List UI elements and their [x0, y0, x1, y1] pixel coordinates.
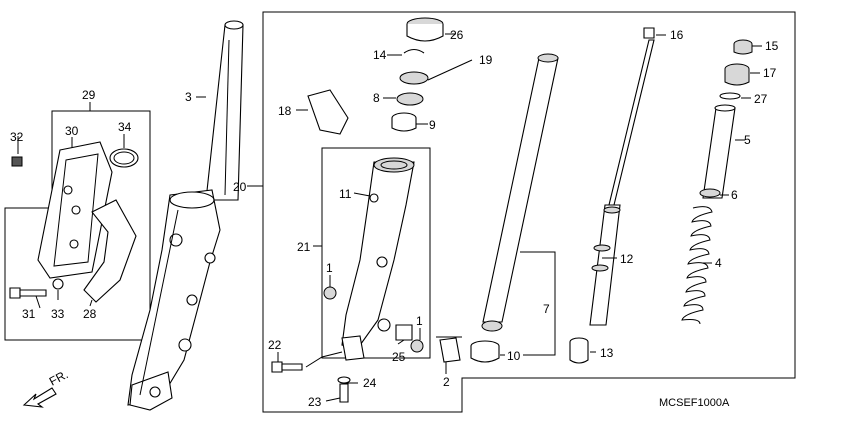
dowel-pin-1a — [323, 286, 337, 300]
callout-26: 26 — [450, 28, 464, 42]
damper-illustration — [569, 27, 655, 364]
callout-10: 10 — [507, 349, 521, 363]
callout-20: 20 — [233, 180, 247, 194]
washer-24 — [337, 376, 351, 384]
callout-31: 31 — [22, 307, 36, 321]
callout-7: 7 — [543, 302, 550, 316]
callout-2: 2 — [443, 375, 450, 389]
diagram-code: MCSEF1000A — [659, 397, 730, 409]
fork-pipe-illustration — [470, 53, 559, 363]
dowel-pin-1b — [410, 339, 424, 353]
fork-slider-21 — [341, 161, 415, 349]
bolt-22-shank — [281, 363, 303, 371]
callout-8: 8 — [373, 91, 380, 105]
callout-21: 21 — [297, 240, 311, 254]
bracket-28 — [83, 199, 137, 303]
upper-tube-cap — [224, 20, 244, 30]
callout-15: 15 — [765, 39, 779, 53]
collar-25 — [395, 324, 413, 341]
fork-slider-body — [127, 189, 221, 406]
bolt-32 — [11, 156, 23, 167]
spring-stack-illustration — [681, 39, 753, 325]
callout-5: 5 — [744, 133, 751, 147]
bolt-22-head — [271, 361, 283, 373]
bolt-31-shank — [19, 289, 47, 297]
callout-30: 30 — [65, 124, 79, 138]
bolt-31-head — [9, 287, 21, 299]
callout-9: 9 — [429, 118, 436, 132]
callout-28: 28 — [83, 307, 97, 321]
slider-group-illustration — [271, 157, 461, 403]
callout-19: 19 — [479, 53, 493, 67]
callout-labels: 1 1 2 3 4 5 6 7 8 9 10 11 12 13 14 15 16… — [10, 28, 779, 409]
callout-14: 14 — [373, 48, 387, 62]
fork-cover-18 — [307, 89, 349, 135]
fork-spring-4 — [681, 206, 713, 325]
group-20-frame — [262, 11, 796, 413]
callout-22: 22 — [268, 338, 282, 352]
lock-nut-16 — [643, 27, 655, 39]
callout-29: 29 — [82, 88, 96, 102]
oil-seal-19 — [399, 71, 429, 85]
callout-18: 18 — [278, 104, 292, 118]
seal-stack-illustration — [307, 17, 444, 135]
o-ring-27 — [719, 92, 741, 100]
callout-33: 33 — [51, 307, 65, 321]
callout-24: 24 — [363, 376, 377, 390]
callout-25: 25 — [392, 350, 406, 364]
fork-pipe-7 — [482, 57, 559, 323]
spring-seat-6 — [699, 188, 721, 198]
front-direction-label: FR. — [47, 367, 71, 388]
callout-4: 4 — [715, 256, 722, 270]
damper-rod — [608, 39, 655, 206]
slider-top-ring — [169, 191, 215, 209]
group-21-frame — [321, 147, 431, 359]
washer-33 — [52, 278, 64, 290]
callout-34: 34 — [118, 120, 132, 134]
callout-1b: 1 — [416, 314, 423, 328]
callout-12: 12 — [620, 252, 634, 266]
callout-11: 11 — [339, 187, 352, 201]
bleed-point-11 — [369, 193, 379, 203]
callout-32: 32 — [10, 130, 24, 144]
callout-17: 17 — [763, 66, 777, 80]
leader-lines — [17, 33, 762, 402]
front-direction-indicator: FR. — [22, 367, 71, 408]
bolt-23 — [339, 383, 349, 403]
collar-2 — [439, 337, 461, 363]
spacer-5 — [702, 107, 736, 199]
front-arrow-icon — [22, 387, 57, 408]
stopper-ring-14 — [403, 48, 425, 54]
callout-6: 6 — [731, 188, 738, 202]
upper-tube — [205, 24, 244, 201]
callout-1a: 1 — [326, 261, 333, 275]
callout-13: 13 — [600, 346, 614, 360]
callout-16: 16 — [670, 28, 684, 42]
callout-27: 27 — [754, 92, 768, 106]
fork-assembly-illustration — [127, 20, 244, 411]
back-up-ring-8 — [396, 92, 424, 106]
fork-guard-illustration — [9, 141, 139, 303]
callout-23: 23 — [308, 395, 322, 409]
callout-3: 3 — [185, 90, 192, 104]
